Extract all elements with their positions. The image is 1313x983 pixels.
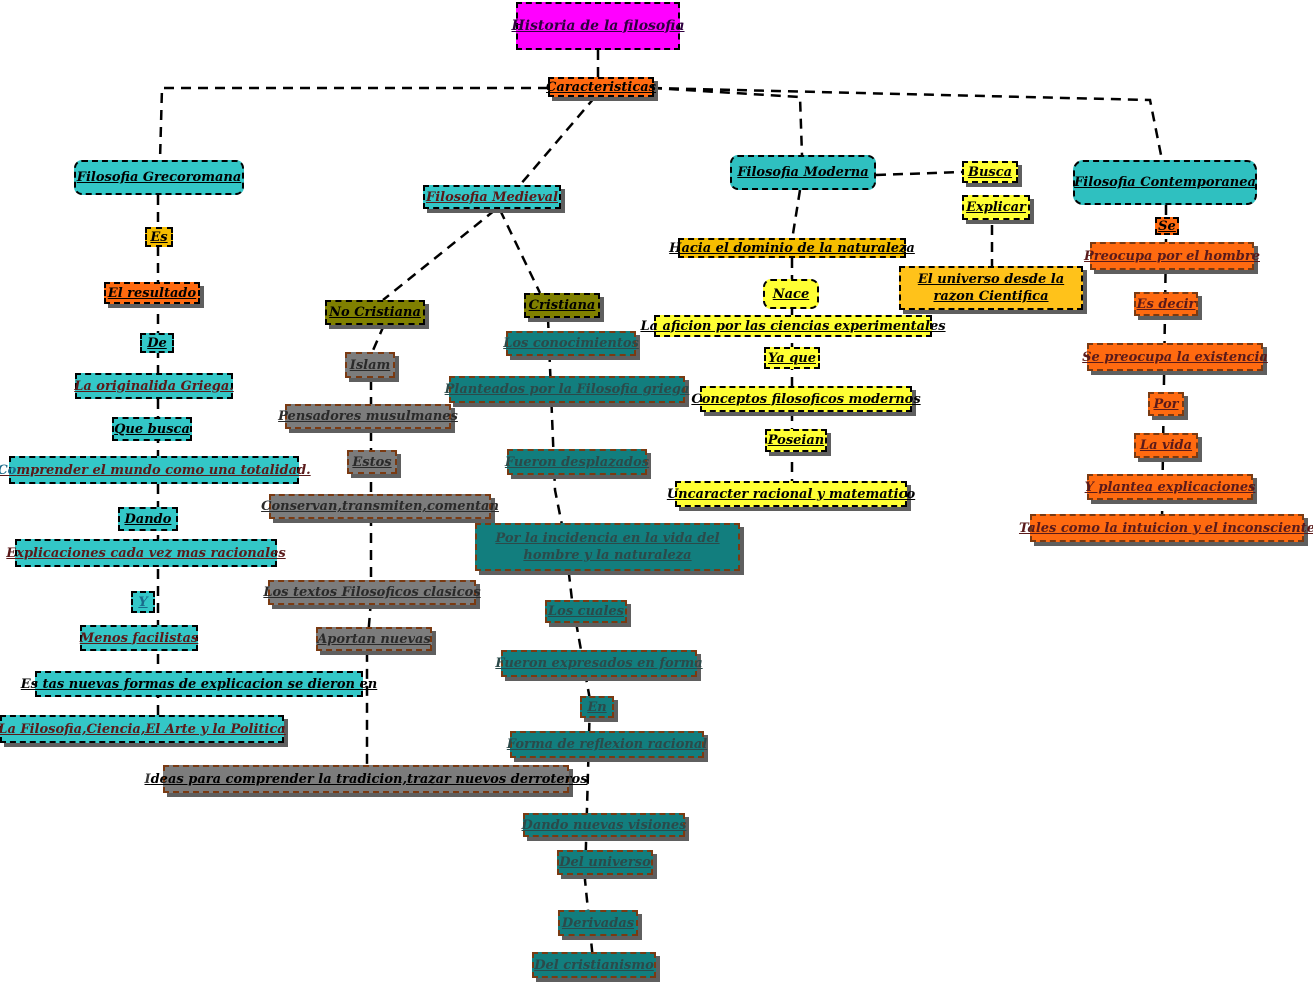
node-islam: Islam xyxy=(345,352,395,378)
node-de: De xyxy=(140,333,174,353)
node-explicaciones: Explicaciones cada vez mas racionales xyxy=(6,539,286,567)
node-ideas-text: deas para comprender la tradicion,trazar… xyxy=(150,771,588,787)
node-ya-que: Ya que xyxy=(764,347,820,369)
node-textos-filosoficos: Los textos Filosoficos clasicos xyxy=(263,580,481,605)
node-por: Por xyxy=(1148,392,1184,416)
node-filosofia-contemporanea: Filosofia Contemporanea xyxy=(1073,160,1257,205)
node-filosofia-ciencia-arte: La Filosofia,Ciencia,El Arte y la Politi… xyxy=(0,715,286,743)
node-plantea-explicaciones: Y plantea explicaciones xyxy=(1085,474,1255,500)
node-poseian: Poseian xyxy=(765,429,827,452)
node-preocupa-existencia: Se preocupa la existencia xyxy=(1082,343,1268,371)
node-incidencia: Por la incidencia en la vida del hombre … xyxy=(475,523,740,571)
node-comprender-prefix: Co xyxy=(0,462,17,478)
node-filosofia-medieval: Filosofia Medieval xyxy=(423,185,561,209)
node-que-busca: Que busca xyxy=(112,417,192,441)
node-fueron-expresados: Fueron expresados en forma xyxy=(495,650,703,677)
node-aficion: La aficion por las ciencias experimental… xyxy=(640,315,946,337)
node-aportan-nuevas: Aportan nuevas xyxy=(316,627,432,651)
node-planteados: Planteados por la Filosofia griega xyxy=(445,376,689,403)
node-el-resultado: El resultado xyxy=(104,282,200,304)
node-derivadas: Derivadas xyxy=(558,910,638,936)
node-no-cristiana: No Cristiana xyxy=(325,300,425,325)
node-originalidad: La originalida Griega. xyxy=(74,373,234,399)
node-comprender-text: mprender el mundo como una totalidad. xyxy=(16,462,311,478)
node-se: Se xyxy=(1155,217,1179,235)
node-tales-como: Tales como la intuicion y el inconscient… xyxy=(1019,514,1313,542)
node-dando-visiones: Dando nuevas visiones xyxy=(522,813,686,837)
node-uncaracter: Uncaracter racional y matematico xyxy=(667,481,915,507)
node-los-conocimientos: Los conocimientos xyxy=(503,331,639,356)
node-pensadores-musulmanes: Pensadores musulmanes xyxy=(278,404,458,429)
node-filosofia-grecoromana: Filosofia Grecoromana xyxy=(74,160,244,195)
node-en: En xyxy=(580,696,614,718)
node-es-decir: Es decir xyxy=(1134,292,1198,316)
node-del-universo: Del universo xyxy=(557,850,653,875)
node-busca: Busca xyxy=(962,161,1018,183)
node-los-cuales: Los cuales xyxy=(545,600,627,623)
node-estos: Estos xyxy=(347,450,397,474)
node-filosofia-moderna: Filosofia Moderna xyxy=(730,155,876,190)
node-conservan: Conservan,transmiten,comentan xyxy=(261,494,499,519)
node-del-cristianismo: Del cristianismo xyxy=(532,952,656,978)
node-es: Es xyxy=(145,227,173,247)
node-explicar: Explicar xyxy=(962,195,1030,220)
node-caracteristicas: Caracteristicas xyxy=(546,77,656,97)
node-nace: Nace xyxy=(763,279,819,309)
node-menos-facilistas: Menos facilistas xyxy=(80,625,198,651)
node-cristiana: Cristiana xyxy=(524,293,600,318)
node-dando: Dando xyxy=(118,507,178,531)
node-preocupa-hombre: Preocupa por el hombre xyxy=(1084,242,1260,270)
node-conceptos-modernos: Conceptos filosoficos modernos xyxy=(691,386,921,412)
node-forma-reflexion: Forma de reflexion racional xyxy=(507,731,707,758)
node-comprender: Comprender el mundo como una totalidad. xyxy=(0,456,311,484)
node-la-vida: La vida xyxy=(1134,433,1198,458)
node-fueron-desplazados: Fueron desplazados xyxy=(505,449,649,475)
node-estas-nuevas: Es tas nuevas formas de explicacion se d… xyxy=(21,671,377,697)
node-hacia-dominio: Hacia el dominio de la naturaleza xyxy=(669,238,915,258)
node-ideas-prefix: I xyxy=(144,771,151,787)
node-y: Y xyxy=(131,591,155,613)
title-node: Historia de la filosofia xyxy=(512,2,685,50)
node-universo-razon: El universo desde la razon Cientifica xyxy=(899,266,1083,310)
